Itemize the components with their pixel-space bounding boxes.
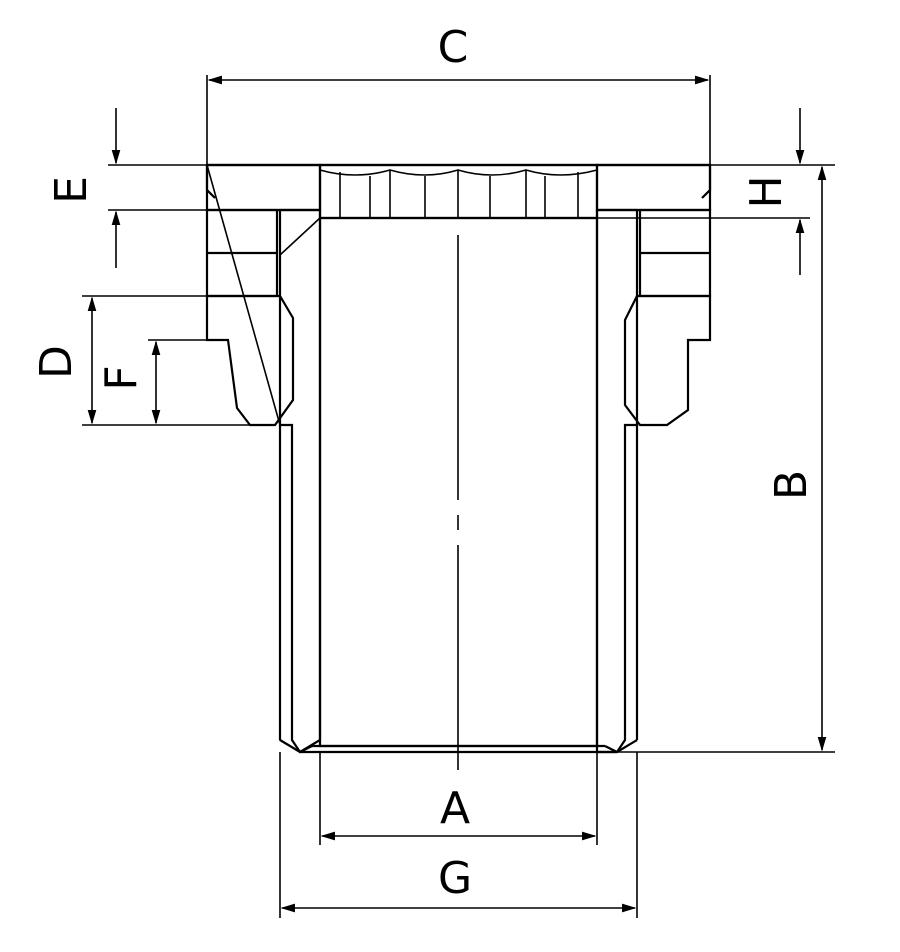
- label-g: G: [438, 853, 472, 904]
- dimension-c: C: [206, 22, 711, 165]
- dimension-d: D: [31, 295, 250, 426]
- label-f: F: [96, 365, 147, 390]
- dimension-f: F: [96, 339, 228, 425]
- label-a: A: [440, 783, 470, 834]
- outer-sleeve: [278, 425, 639, 753]
- dimension-g: G: [279, 752, 638, 918]
- label-c: C: [438, 22, 469, 73]
- label-h: H: [741, 175, 792, 208]
- dimension-h: H: [597, 108, 810, 275]
- label-d: D: [31, 345, 82, 379]
- thread-profile: [318, 163, 599, 220]
- label-e: E: [46, 176, 97, 204]
- label-b: B: [766, 470, 817, 500]
- dimension-a: A: [319, 752, 598, 845]
- dimension-e: E: [46, 108, 207, 268]
- collar-right: [623, 294, 712, 427]
- dimension-b: B: [617, 164, 835, 753]
